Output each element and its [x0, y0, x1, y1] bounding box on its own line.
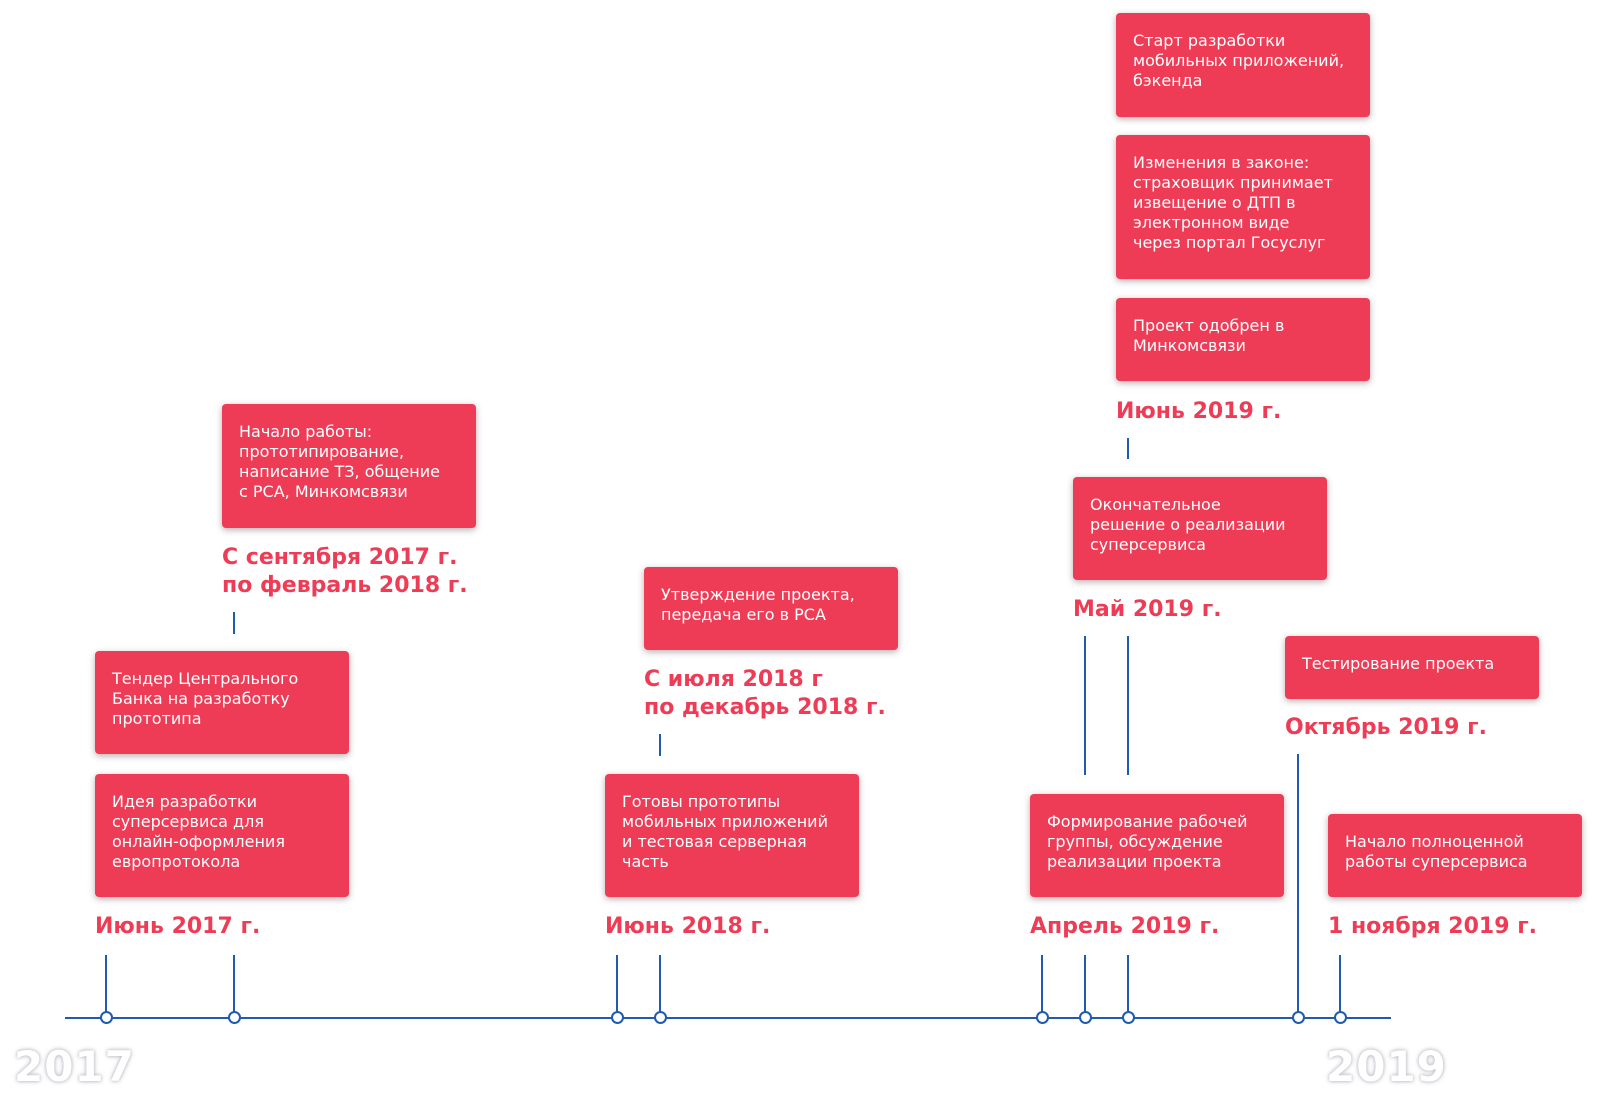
tick-sep-2017-upper [233, 612, 235, 634]
timeline-dot-november-2019 [1334, 1011, 1347, 1024]
tick-april-2019 [1041, 955, 1043, 1017]
date-sep-2017-feb-2018: С сентября 2017 г. по февраль 2018 г. [222, 545, 468, 598]
date-june-2018: Июнь 2018 г. [605, 914, 771, 939]
tick-may-2019 [1084, 955, 1086, 1017]
tick-october-2019 [1297, 754, 1299, 1017]
date-november-2019: 1 ноября 2019 г. [1328, 914, 1538, 939]
timeline-dot-may-2019 [1079, 1011, 1092, 1024]
tick-june-2019-long [1127, 636, 1129, 775]
tick-july-2018-upper [659, 734, 661, 756]
timeline-dot-sep-2017 [228, 1011, 241, 1024]
tick-sep-2017 [233, 955, 235, 1017]
date-june-2019: Июнь 2019 г. [1116, 399, 1282, 424]
event-card-work-group: Формирование рабочей группы, обсуждение … [1030, 794, 1284, 897]
event-card-idea: Идея разработки суперсервиса для онлайн-… [95, 774, 349, 897]
timeline-dot-june-2017 [100, 1011, 113, 1024]
year-label-start: 2017 [14, 1042, 135, 1091]
tick-june-2017 [105, 955, 107, 1017]
event-card-ministry-approved: Проект одобрен в Минкомсвязи [1116, 298, 1370, 381]
timeline-dot-july-2018 [654, 1011, 667, 1024]
event-card-project-approval: Утверждение проекта, передача его в РСА [644, 567, 898, 650]
event-card-law-change: Изменения в законе: страховщик принимает… [1116, 135, 1370, 279]
timeline-dot-june-2018 [611, 1011, 624, 1024]
date-june-2017: Июнь 2017 г. [95, 914, 261, 939]
timeline-dot-october-2019 [1292, 1011, 1305, 1024]
date-october-2019: Октябрь 2019 г. [1285, 715, 1487, 740]
tick-may-2019-long [1084, 636, 1086, 775]
year-label-end: 2019 [1326, 1042, 1447, 1091]
timeline-dot-june-2019 [1122, 1011, 1135, 1024]
tick-june-2019-upper [1127, 438, 1129, 459]
timeline-dot-april-2019 [1036, 1011, 1049, 1024]
event-card-tender: Тендер Центрального Банка на разработку … [95, 651, 349, 754]
tick-november-2019 [1339, 955, 1341, 1017]
event-card-prototypes-ready: Готовы прототипы мобильных приложений и … [605, 774, 859, 897]
tick-june-2019 [1127, 955, 1129, 1017]
tick-july-2018 [659, 955, 661, 1017]
date-april-2019: Апрель 2019 г. [1030, 914, 1220, 939]
tick-june-2018 [616, 955, 618, 1017]
date-may-2019: Май 2019 г. [1073, 597, 1222, 622]
event-card-dev-start: Старт разработки мобильных приложений, б… [1116, 13, 1370, 117]
event-card-work-start: Начало работы: прототипирование, написан… [222, 404, 476, 528]
event-card-testing: Тестирование проекта [1285, 636, 1539, 699]
event-card-final-decision: Окончательное решение о реализации супер… [1073, 477, 1327, 580]
timeline-axis [65, 1017, 1391, 1019]
date-jul-dec-2018: С июля 2018 г по декабрь 2018 г. [644, 667, 886, 720]
event-card-full-launch: Начало полноценной работы суперсервиса [1328, 814, 1582, 897]
